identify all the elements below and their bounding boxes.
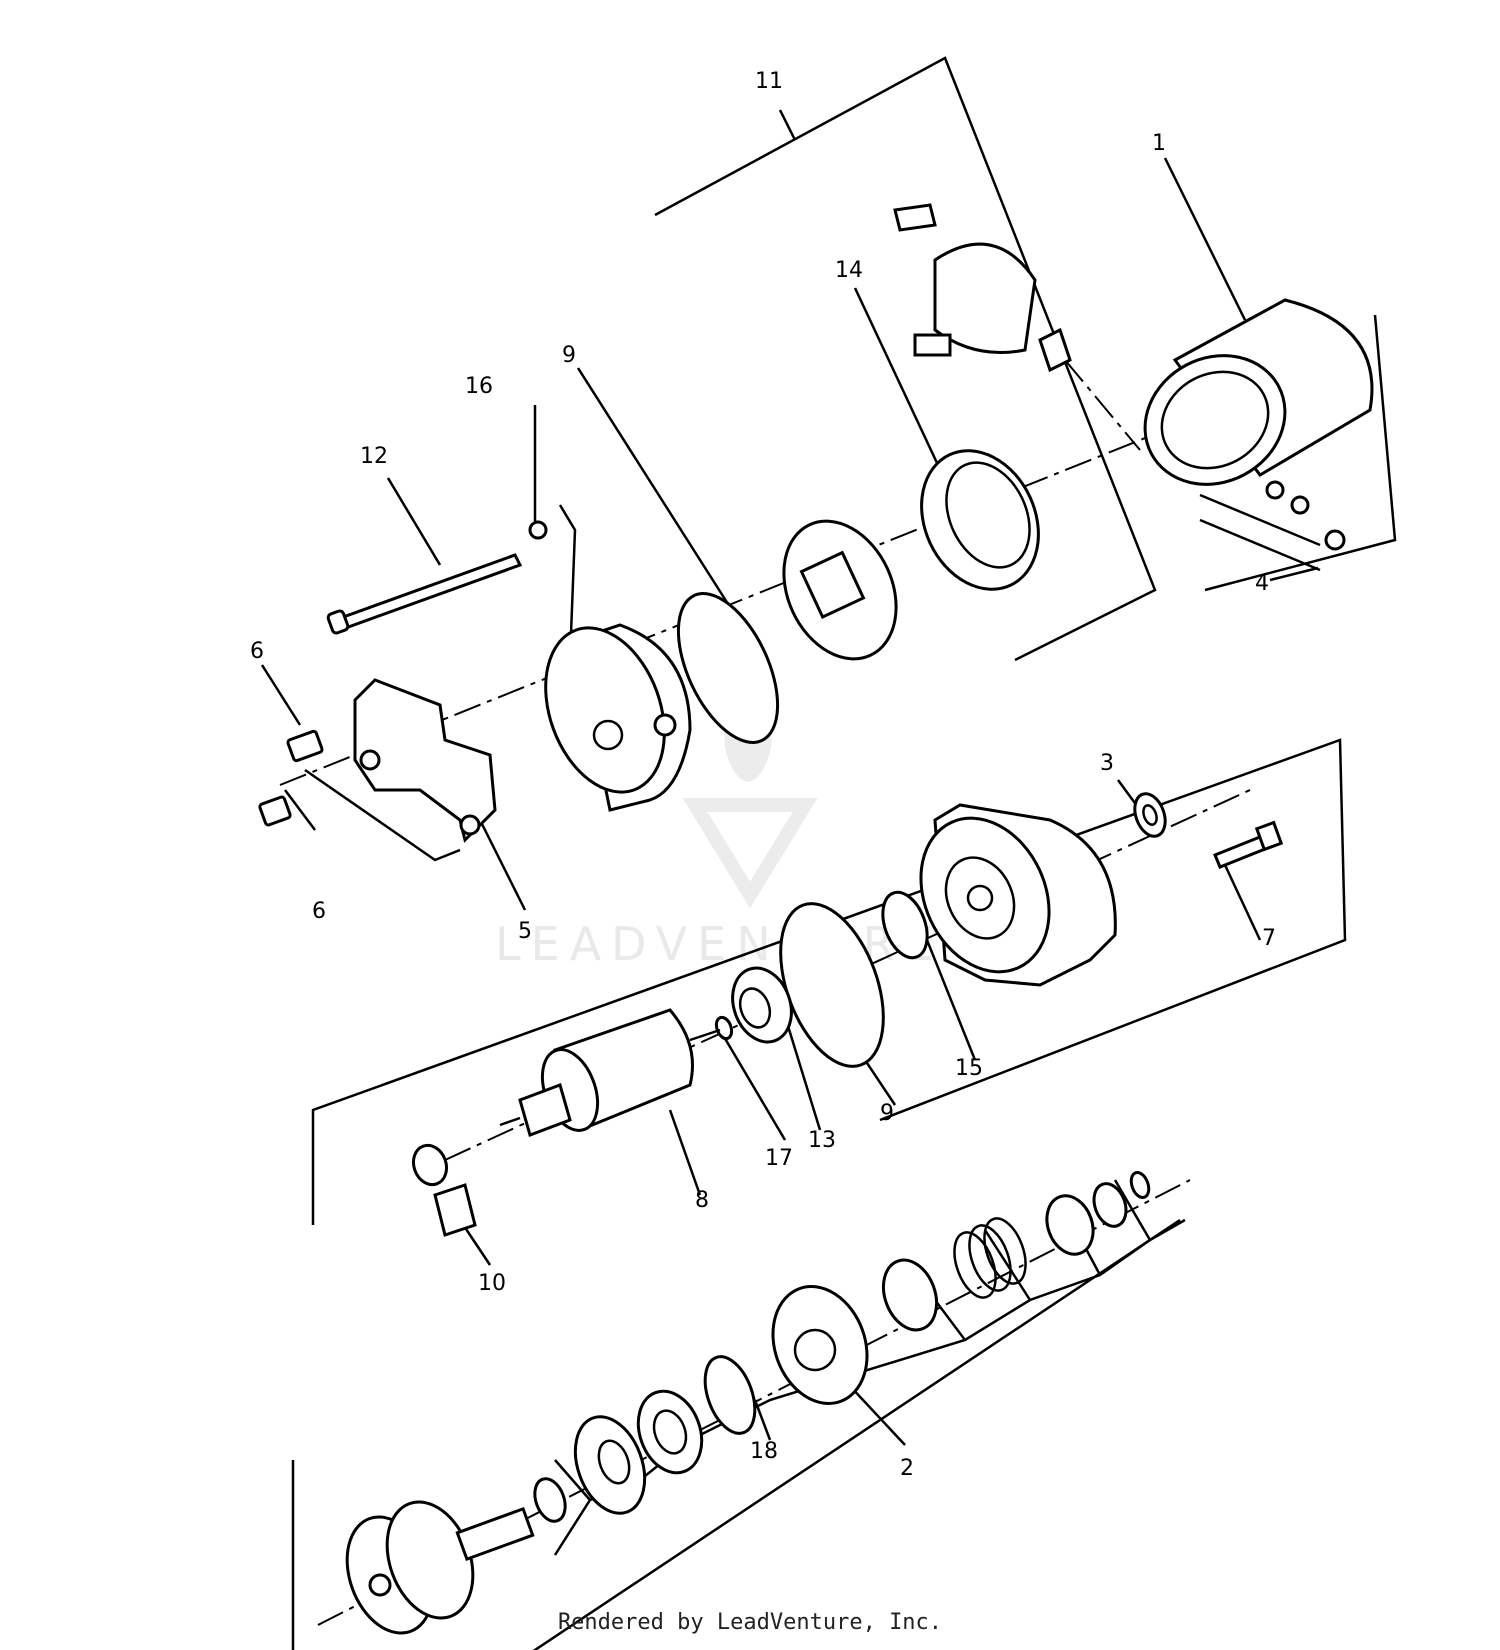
snap-ring-lower <box>533 1477 567 1523</box>
callout-10: 10 <box>478 1271 506 1296</box>
callout-4: 4 <box>1255 571 1269 596</box>
o-ring-upper <box>676 592 780 744</box>
callout-14: 14 <box>835 258 863 283</box>
mounting-bracket <box>353 678 497 843</box>
through-bolts-set <box>1199 480 1346 572</box>
washer-17 <box>714 1015 734 1041</box>
o-ring-15 <box>881 890 929 960</box>
brush-plate-parts <box>893 203 1072 373</box>
callout-13: 13 <box>808 1128 836 1153</box>
split-collar <box>636 1389 704 1475</box>
rear-end-cover <box>544 623 692 812</box>
bearing-13 <box>731 966 793 1044</box>
watermark-v-icon <box>682 798 818 909</box>
callout-8: 8 <box>695 1188 709 1213</box>
spring <box>953 1217 1027 1299</box>
callout-1: 1 <box>1152 131 1166 156</box>
yoke-housing <box>1143 298 1374 486</box>
screw-7 <box>1213 820 1284 869</box>
callout-17: 17 <box>765 1146 793 1171</box>
washer-drive <box>1092 1182 1128 1228</box>
callout-7: 7 <box>1262 926 1276 951</box>
collar <box>1045 1194 1095 1256</box>
sleeve <box>881 1258 939 1332</box>
callout-3: 3 <box>1100 751 1114 776</box>
callouts: 1 2 3 4 5 6 6 7 8 9 9 10 11 12 13 14 15 … <box>250 69 1276 1481</box>
brush-holder-plate <box>782 519 898 661</box>
callout-6b: 6 <box>312 899 326 924</box>
callout-15: 15 <box>955 1056 983 1081</box>
snap-ring-end <box>1129 1170 1151 1200</box>
brush-holder-ring <box>920 449 1040 591</box>
callout-12: 12 <box>360 444 388 469</box>
callout-16: 16 <box>465 374 493 399</box>
leader-lines <box>260 109 1319 1556</box>
callout-6a: 6 <box>250 639 264 664</box>
bushing-10 <box>411 1143 477 1237</box>
callout-9a: 9 <box>562 343 576 368</box>
pinion-shaft <box>345 1500 535 1635</box>
callout-18: 18 <box>750 1439 778 1464</box>
callout-9b: 9 <box>880 1101 894 1126</box>
stop-washer <box>573 1415 647 1515</box>
assembly-brackets <box>291 56 1397 1650</box>
through-bolt <box>326 520 548 635</box>
washer-3 <box>1133 792 1167 838</box>
bolt-lower <box>258 795 292 827</box>
callout-11: 11 <box>755 69 783 94</box>
bolt-upper <box>286 729 324 763</box>
callout-5: 5 <box>518 919 532 944</box>
footer-credit: Rendered by LeadVenture, Inc. <box>557 1610 943 1635</box>
armature <box>499 1008 721 1137</box>
callout-2: 2 <box>900 1456 914 1481</box>
front-housing <box>919 803 1117 987</box>
o-ring-18 <box>703 1355 757 1435</box>
overrunning-clutch <box>771 1285 869 1405</box>
